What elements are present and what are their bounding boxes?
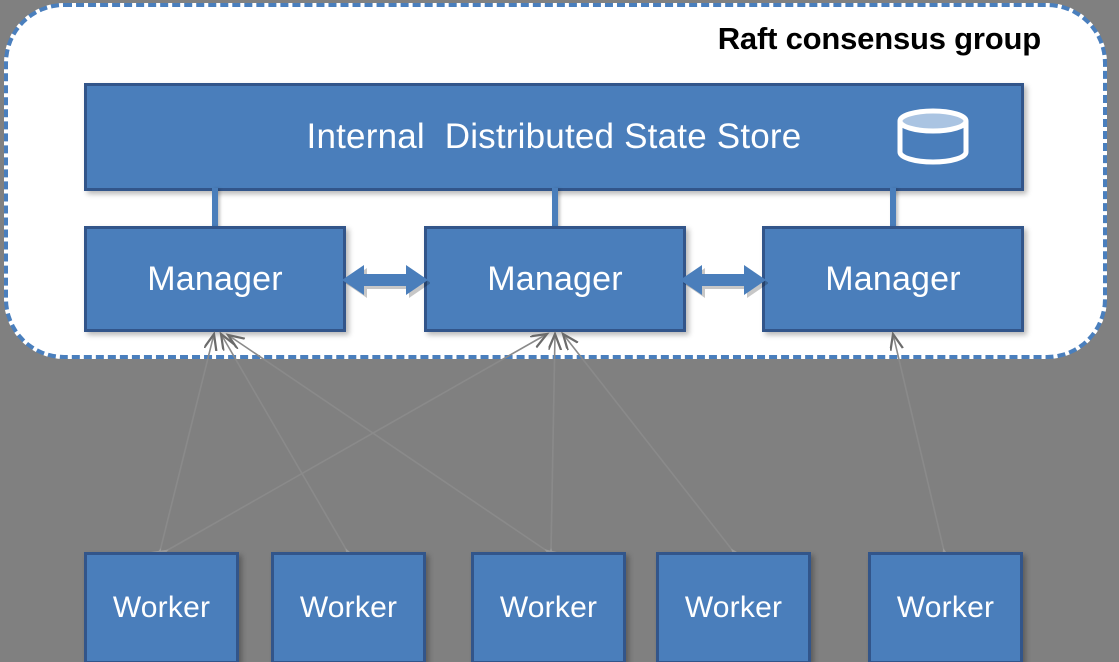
worker-node-2[interactable]: Worker [271,552,426,662]
store-to-manager-3-connector [890,188,896,229]
internal-distributed-state-store-box[interactable]: Internal Distributed State Store [84,83,1024,191]
worker-3-label: Worker [499,591,598,624]
link-worker-1-manager-2 [166,334,547,551]
state-store-label: Internal Distributed State Store [306,117,802,156]
worker-1-label: Worker [112,591,211,624]
worker-2-label: Worker [299,591,398,624]
manager-2-to-manager-3-double-arrow [680,265,768,298]
raft-consensus-group-title: Raft consensus group [717,21,1041,56]
link-worker-2-manager-1 [221,334,347,551]
manager-1-to-manager-2-double-arrow [342,265,430,298]
store-to-manager-1-connector [212,188,218,229]
worker-5-label: Worker [896,591,995,624]
manager-node-2[interactable]: Manager [424,226,686,332]
database-cylinder-icon [897,108,969,165]
link-worker-4-manager-2 [563,334,733,551]
worker-node-4[interactable]: Worker [656,552,811,662]
link-worker-1-manager-1 [160,334,214,551]
worker-node-1[interactable]: Worker [84,552,239,662]
manager-node-3[interactable]: Manager [762,226,1024,332]
manager-1-label: Manager [147,259,283,298]
worker-4-label: Worker [684,591,783,624]
manager-3-label: Manager [825,259,961,298]
link-worker-3-manager-1 [228,335,547,551]
link-worker-3-manager-2 [551,334,555,551]
manager-2-label: Manager [487,259,623,298]
link-worker-5-manager-3 [893,334,944,551]
worker-node-3[interactable]: Worker [471,552,626,662]
manager-node-1[interactable]: Manager [84,226,346,332]
store-to-manager-2-connector [552,188,558,229]
worker-node-5[interactable]: Worker [868,552,1023,662]
